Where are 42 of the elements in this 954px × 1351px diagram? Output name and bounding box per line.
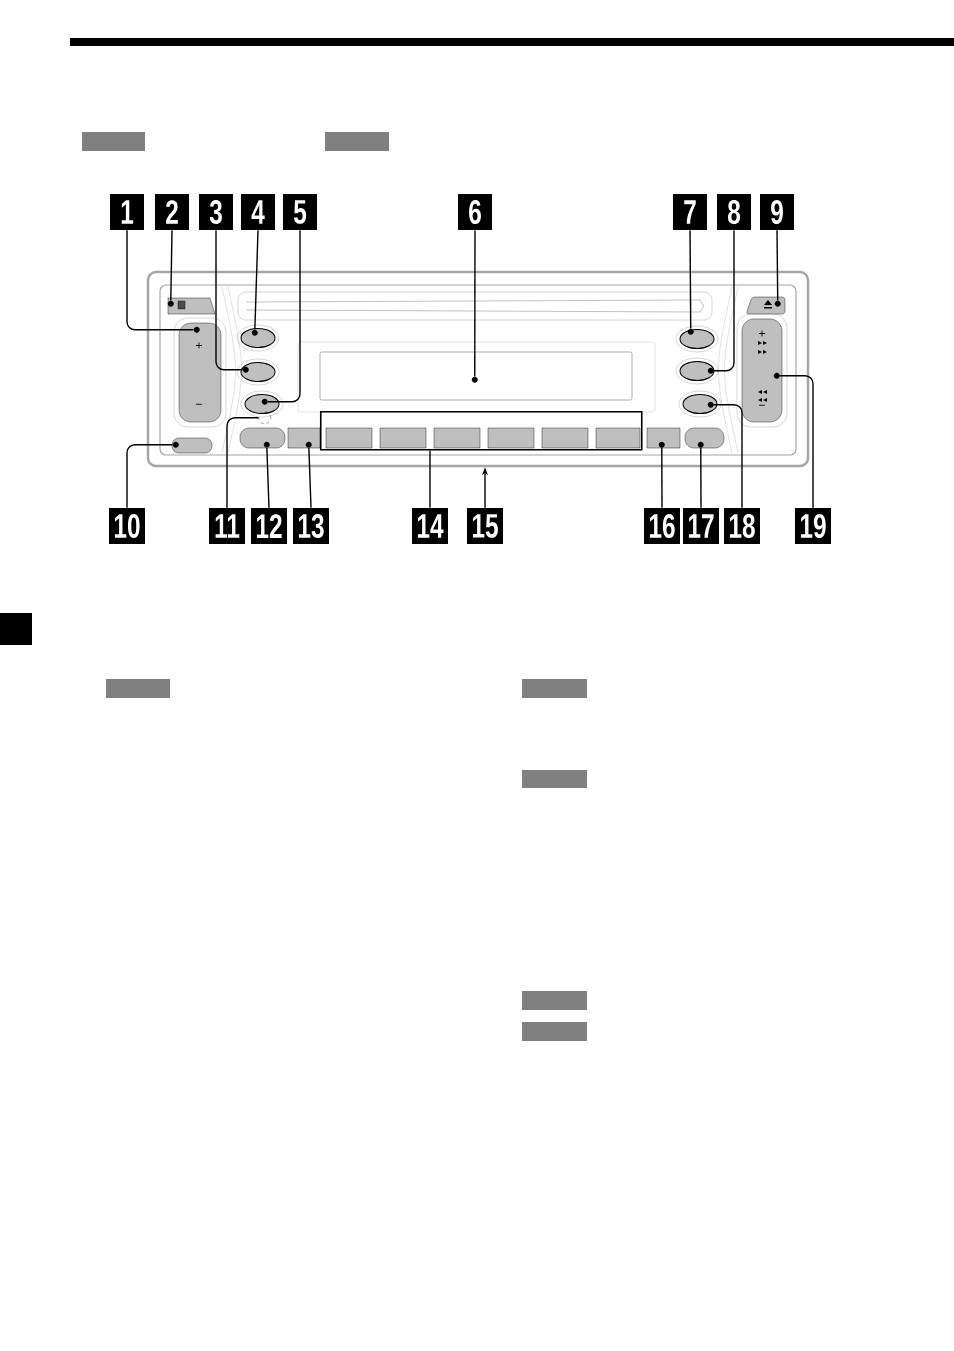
- callout-number: 10: [109, 508, 145, 544]
- callout-number: 11: [209, 508, 245, 544]
- leader-line: [689, 229, 692, 330]
- callout-number: 7: [673, 194, 707, 230]
- bracket-box: [319, 410, 643, 451]
- leader-line: [429, 449, 431, 509]
- callout-number: 8: [717, 194, 751, 230]
- leader-line: [254, 229, 259, 331]
- callout-number: 12: [251, 508, 287, 544]
- car-stereo-drawing: [146, 270, 810, 468]
- leader-line: [308, 447, 312, 509]
- callout-number: 4: [241, 194, 275, 230]
- leader-line: [713, 404, 743, 509]
- leader-line: [126, 444, 174, 509]
- callout-number: 1: [110, 194, 144, 230]
- leader-line: [474, 229, 476, 378]
- callout-number: 9: [760, 194, 794, 230]
- callout-number: 13: [293, 508, 329, 544]
- button-symbol: −: [196, 403, 202, 405]
- callout-number: 18: [724, 508, 760, 544]
- page-tab: [0, 613, 32, 645]
- callout-number: 3: [199, 194, 233, 230]
- callout-number: 15: [467, 508, 503, 544]
- callout-number: 16: [644, 508, 680, 544]
- callout-number: 14: [412, 508, 448, 544]
- leader-line: [126, 229, 195, 331]
- leader-line: [700, 447, 702, 509]
- leader-line: [170, 229, 173, 302]
- leader-line: [215, 229, 244, 371]
- callout-number: 17: [683, 508, 719, 544]
- leader-line: [226, 417, 260, 509]
- callout-number: 6: [458, 194, 492, 230]
- leader-line: [779, 375, 814, 509]
- leader-line: [267, 229, 301, 403]
- leader-line: [661, 447, 663, 509]
- button-symbol: +: [196, 342, 202, 349]
- callout-number: 5: [283, 194, 317, 230]
- leader-line: [713, 229, 735, 372]
- button-symbol: +: [759, 330, 765, 337]
- callout-number: 19: [795, 508, 831, 544]
- button-symbol: −: [759, 404, 765, 406]
- callout-number: 2: [155, 194, 189, 230]
